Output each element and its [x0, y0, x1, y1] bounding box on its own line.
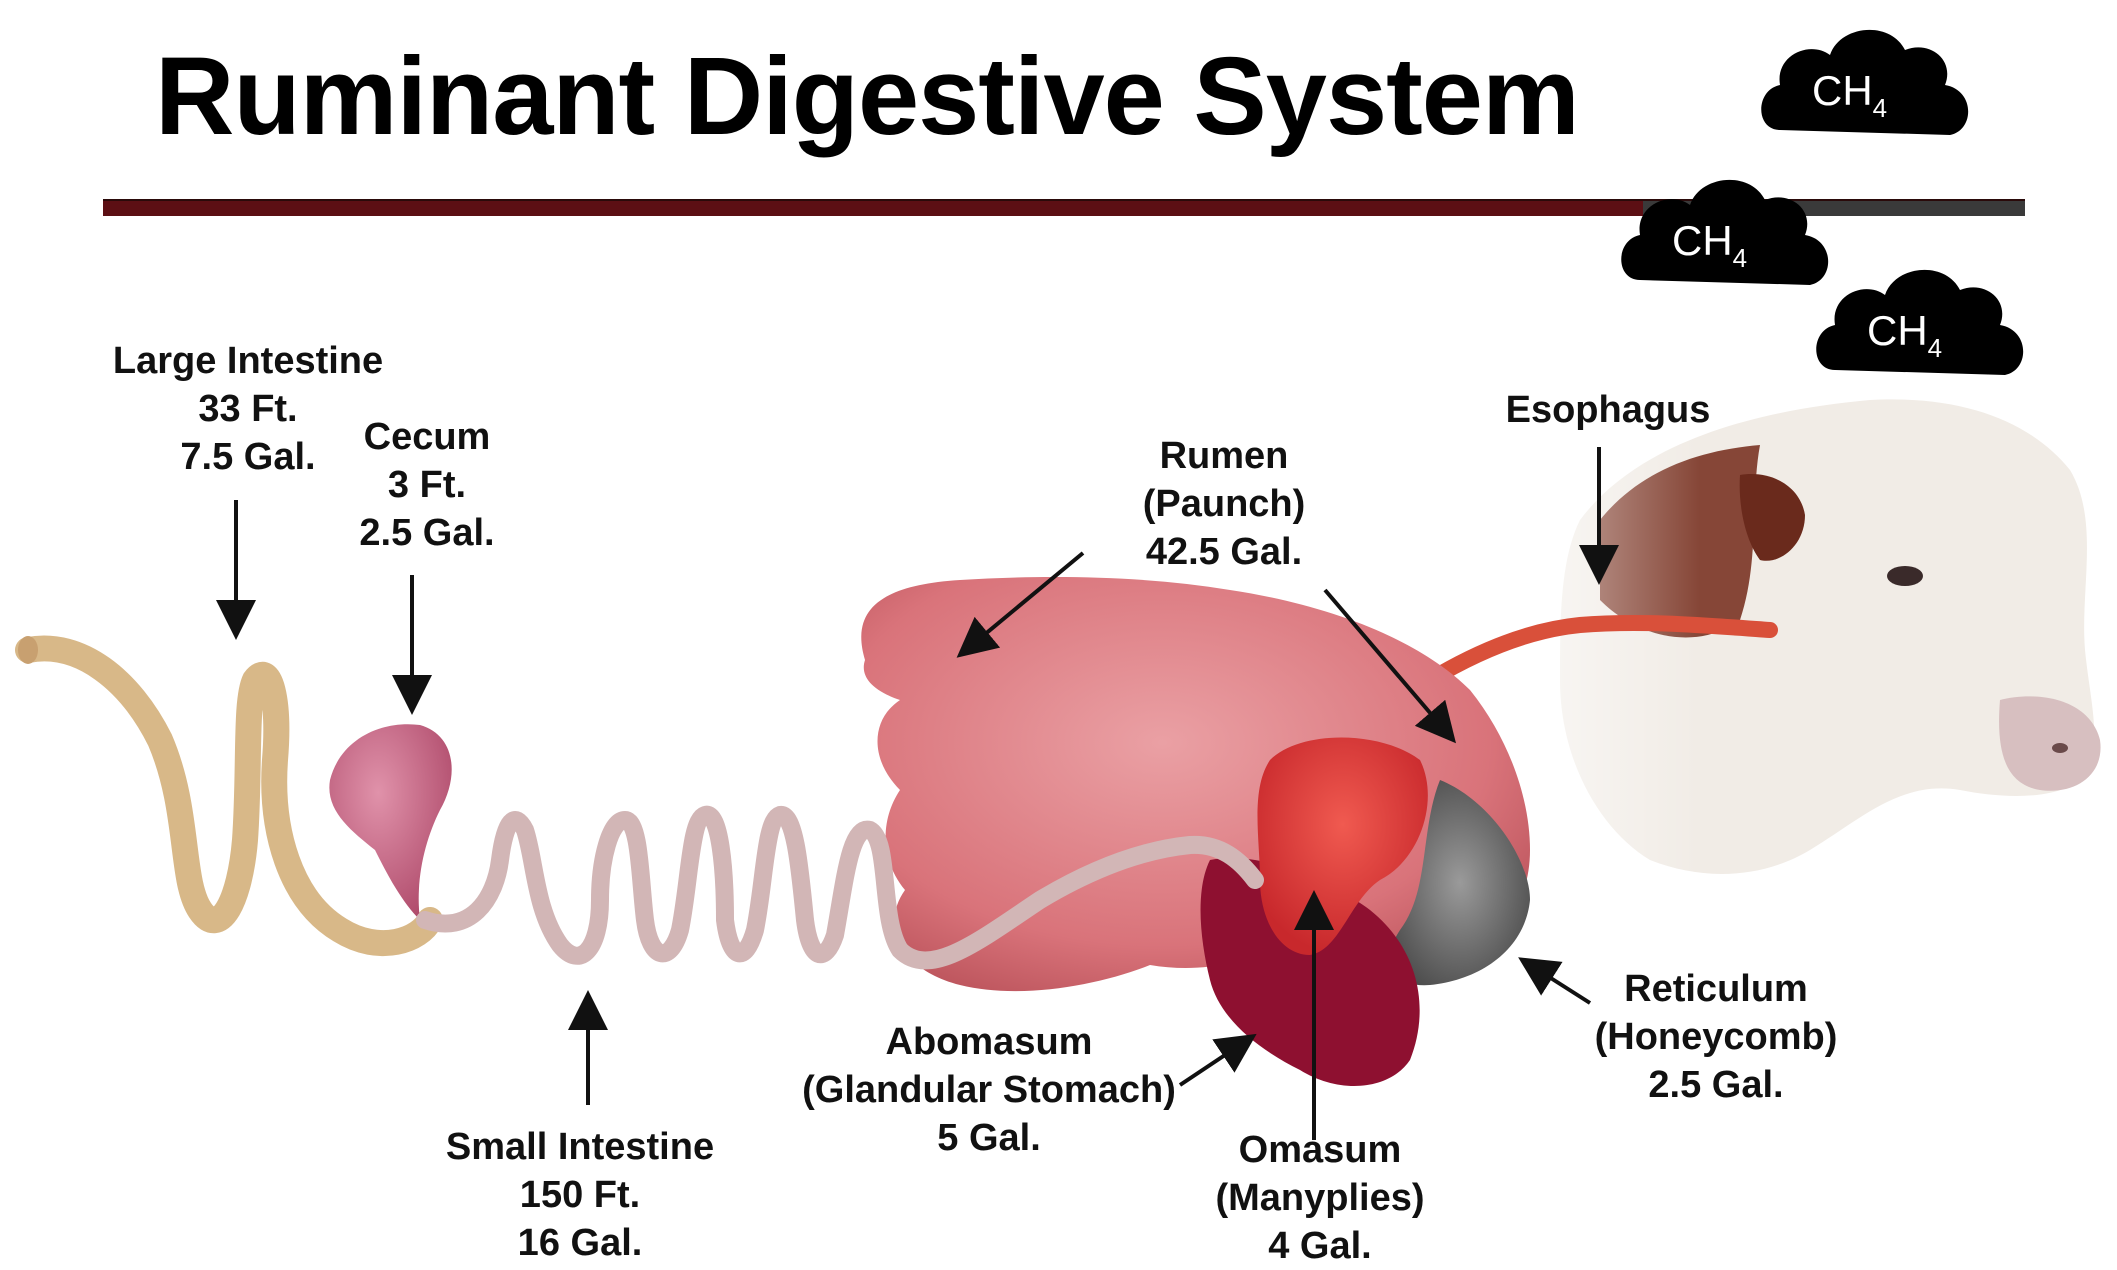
label-reticulum-alias: (Honeycomb) [1595, 1013, 1838, 1061]
label-omasum-alias: (Manyplies) [1215, 1174, 1424, 1222]
label-small-intestine-volume: 16 Gal. [446, 1219, 714, 1267]
label-small-intestine: Small Intestine 150 Ft. 16 Gal. [446, 1123, 714, 1267]
label-small-intestine-name: Small Intestine [446, 1123, 714, 1171]
label-esophagus: Esophagus [1506, 386, 1711, 434]
arrow-reticulum [1535, 968, 1590, 1003]
label-large-intestine-length: 33 Ft. [113, 385, 383, 433]
header-rule-red [103, 201, 1643, 216]
label-abomasum: Abomasum (Glandular Stomach) 5 Gal. [802, 1018, 1176, 1162]
label-reticulum: Reticulum (Honeycomb) 2.5 Gal. [1595, 965, 1838, 1109]
label-large-intestine-name: Large Intestine [113, 337, 383, 385]
label-omasum-name: Omasum [1215, 1126, 1424, 1174]
methane-cloud-3: CH4 [1816, 270, 2023, 375]
label-cecum: Cecum 3 Ft. 2.5 Gal. [359, 413, 494, 557]
label-large-intestine: Large Intestine 33 Ft. 7.5 Gal. [113, 337, 383, 481]
cecum-organ [329, 724, 451, 920]
label-abomasum-alias: (Glandular Stomach) [802, 1066, 1176, 1114]
label-abomasum-name: Abomasum [802, 1018, 1176, 1066]
page-title: Ruminant Digestive System [155, 42, 1579, 152]
label-small-intestine-length: 150 Ft. [446, 1171, 714, 1219]
label-rumen: Rumen (Paunch) 42.5 Gal. [1143, 432, 1306, 576]
label-cecum-volume: 2.5 Gal. [359, 509, 494, 557]
label-rumen-alias: (Paunch) [1143, 480, 1306, 528]
label-omasum-volume: 4 Gal. [1215, 1222, 1424, 1270]
arrow-abomasum [1180, 1045, 1240, 1085]
label-cecum-name: Cecum [359, 413, 494, 461]
label-large-intestine-volume: 7.5 Gal. [113, 433, 383, 481]
label-rumen-volume: 42.5 Gal. [1143, 528, 1306, 576]
methane-cloud-2: CH4 [1621, 180, 1828, 285]
label-reticulum-name: Reticulum [1595, 965, 1838, 1013]
label-esophagus-name: Esophagus [1506, 386, 1711, 434]
label-reticulum-volume: 2.5 Gal. [1595, 1061, 1838, 1109]
methane-cloud-1: CH4 [1761, 30, 1968, 135]
large-intestine-end [18, 636, 38, 664]
label-omasum: Omasum (Manyplies) 4 Gal. [1215, 1126, 1424, 1270]
label-cecum-length: 3 Ft. [359, 461, 494, 509]
label-rumen-name: Rumen [1143, 432, 1306, 480]
label-abomasum-volume: 5 Gal. [802, 1114, 1176, 1162]
